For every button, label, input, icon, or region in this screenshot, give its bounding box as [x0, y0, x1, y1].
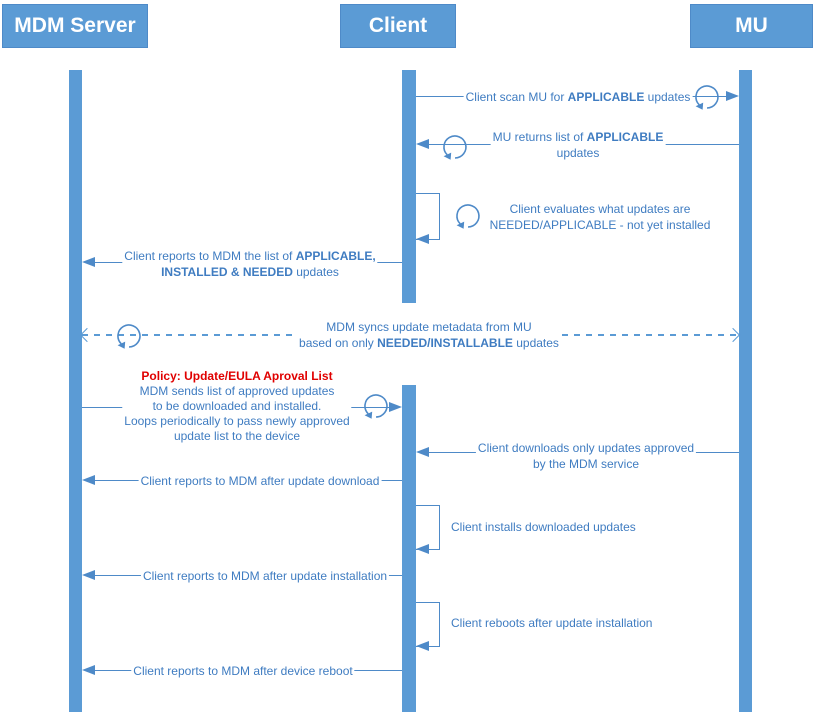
- message-label-installs: Client installs downloaded updates: [449, 519, 638, 535]
- actor-box-client: Client: [340, 4, 456, 48]
- arrowhead-report-download: [82, 475, 95, 485]
- arrowhead-evaluates: [416, 234, 429, 244]
- actor-box-mdm-server: MDM Server: [2, 4, 148, 48]
- loop-arrow-icon: [359, 389, 393, 423]
- arrowhead-reboots: [416, 641, 429, 651]
- arrowhead-sync-right: [725, 327, 741, 343]
- arrowhead-sync-left: [79, 327, 95, 343]
- message-label-scan: Client scan MU for APPLICABLE updates: [463, 89, 693, 105]
- arrowhead-report-install: [82, 570, 95, 580]
- lifeline-mdm-server: [69, 70, 82, 712]
- message-label-sync: MDM syncs update metadata from MU based …: [297, 319, 561, 351]
- message-label-returns: MU returns list of APPLICABLE updates: [490, 129, 666, 161]
- message-label-report-download: Client reports to MDM after update downl…: [138, 473, 382, 489]
- arrowhead-returns: [416, 139, 429, 149]
- message-label-report-reboot: Client reports to MDM after device reboo…: [131, 663, 355, 679]
- lifeline-client-upper: [402, 70, 416, 303]
- arrowhead-report-list: [82, 257, 95, 267]
- message-label-report-install: Client reports to MDM after update insta…: [140, 568, 390, 584]
- message-label-report-list: Client reports to MDM the list of APPLIC…: [122, 248, 378, 280]
- policy-title: Policy: Update/EULA Aproval List: [141, 369, 333, 383]
- self-message-evaluates: [416, 193, 440, 240]
- message-label-reboots: Client reboots after update installation: [449, 615, 655, 631]
- arrowhead-report-reboot: [82, 665, 95, 675]
- arrowhead-scan: [726, 91, 739, 101]
- actor-box-mu: MU: [690, 4, 813, 48]
- loop-arrow-icon: [438, 130, 472, 164]
- arrowhead-approved-list: [389, 402, 402, 412]
- arrowhead-installs: [416, 544, 429, 554]
- arrowhead-downloads: [416, 447, 429, 457]
- loop-arrow-icon: [112, 319, 146, 353]
- message-label-downloads: Client downloads only updates approved b…: [475, 440, 697, 472]
- loop-arrow-icon: [690, 80, 724, 114]
- message-label-approved-list: Policy: Update/EULA Aproval List MDM sen…: [122, 369, 352, 444]
- lifeline-mu: [739, 70, 752, 712]
- message-label-evaluates: Client evaluates what updates are NEEDED…: [487, 201, 713, 233]
- lifeline-client-lower: [402, 385, 416, 712]
- loop-arrow-icon: [451, 199, 485, 233]
